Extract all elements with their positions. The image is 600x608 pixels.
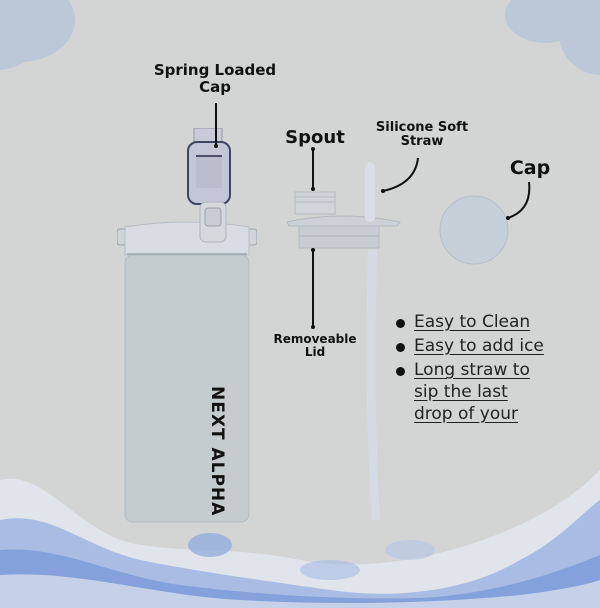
label-spout: Spout [285,127,345,148]
cloud-top-left-icon [0,0,75,70]
feature-text: Easy to Clean [414,312,531,332]
feature-text: Long straw to [414,360,530,380]
label-spring-loaded-cap: Spring Loaded Cap [140,62,290,95]
feature-text: sip the last [414,382,508,402]
brand-name: NEXT ALPHA [207,386,227,517]
water-splash-icon [0,470,600,608]
cap-illustration [439,195,509,265]
feature-item: Easy to add ice [396,335,544,357]
cloud-top-right-icon [505,0,600,75]
label-silicone-straw: Silicone Soft Straw [362,120,482,150]
label-line: Straw [400,134,444,150]
label-line: Silicone Soft [375,120,469,135]
silicone-straw-illustration [365,162,380,520]
feature-text: drop of your [414,404,519,424]
features-list: Easy to Clean Easy to add ice Long straw… [396,311,544,427]
spring-loaded-cap-illustration [187,128,231,243]
label-line: Lid [304,345,326,360]
label-removeable-lid: Removeable Lid [265,332,365,360]
feature-text: Easy to add ice [414,336,544,356]
label-line: Removeable [273,332,357,346]
feature-item: Long straw to sip the last drop of your [396,359,544,425]
label-cap: Cap [509,157,551,179]
label-line: Spring Loaded [153,61,277,79]
label-line: Cap [199,77,231,96]
feature-item: Easy to Clean [396,311,544,333]
